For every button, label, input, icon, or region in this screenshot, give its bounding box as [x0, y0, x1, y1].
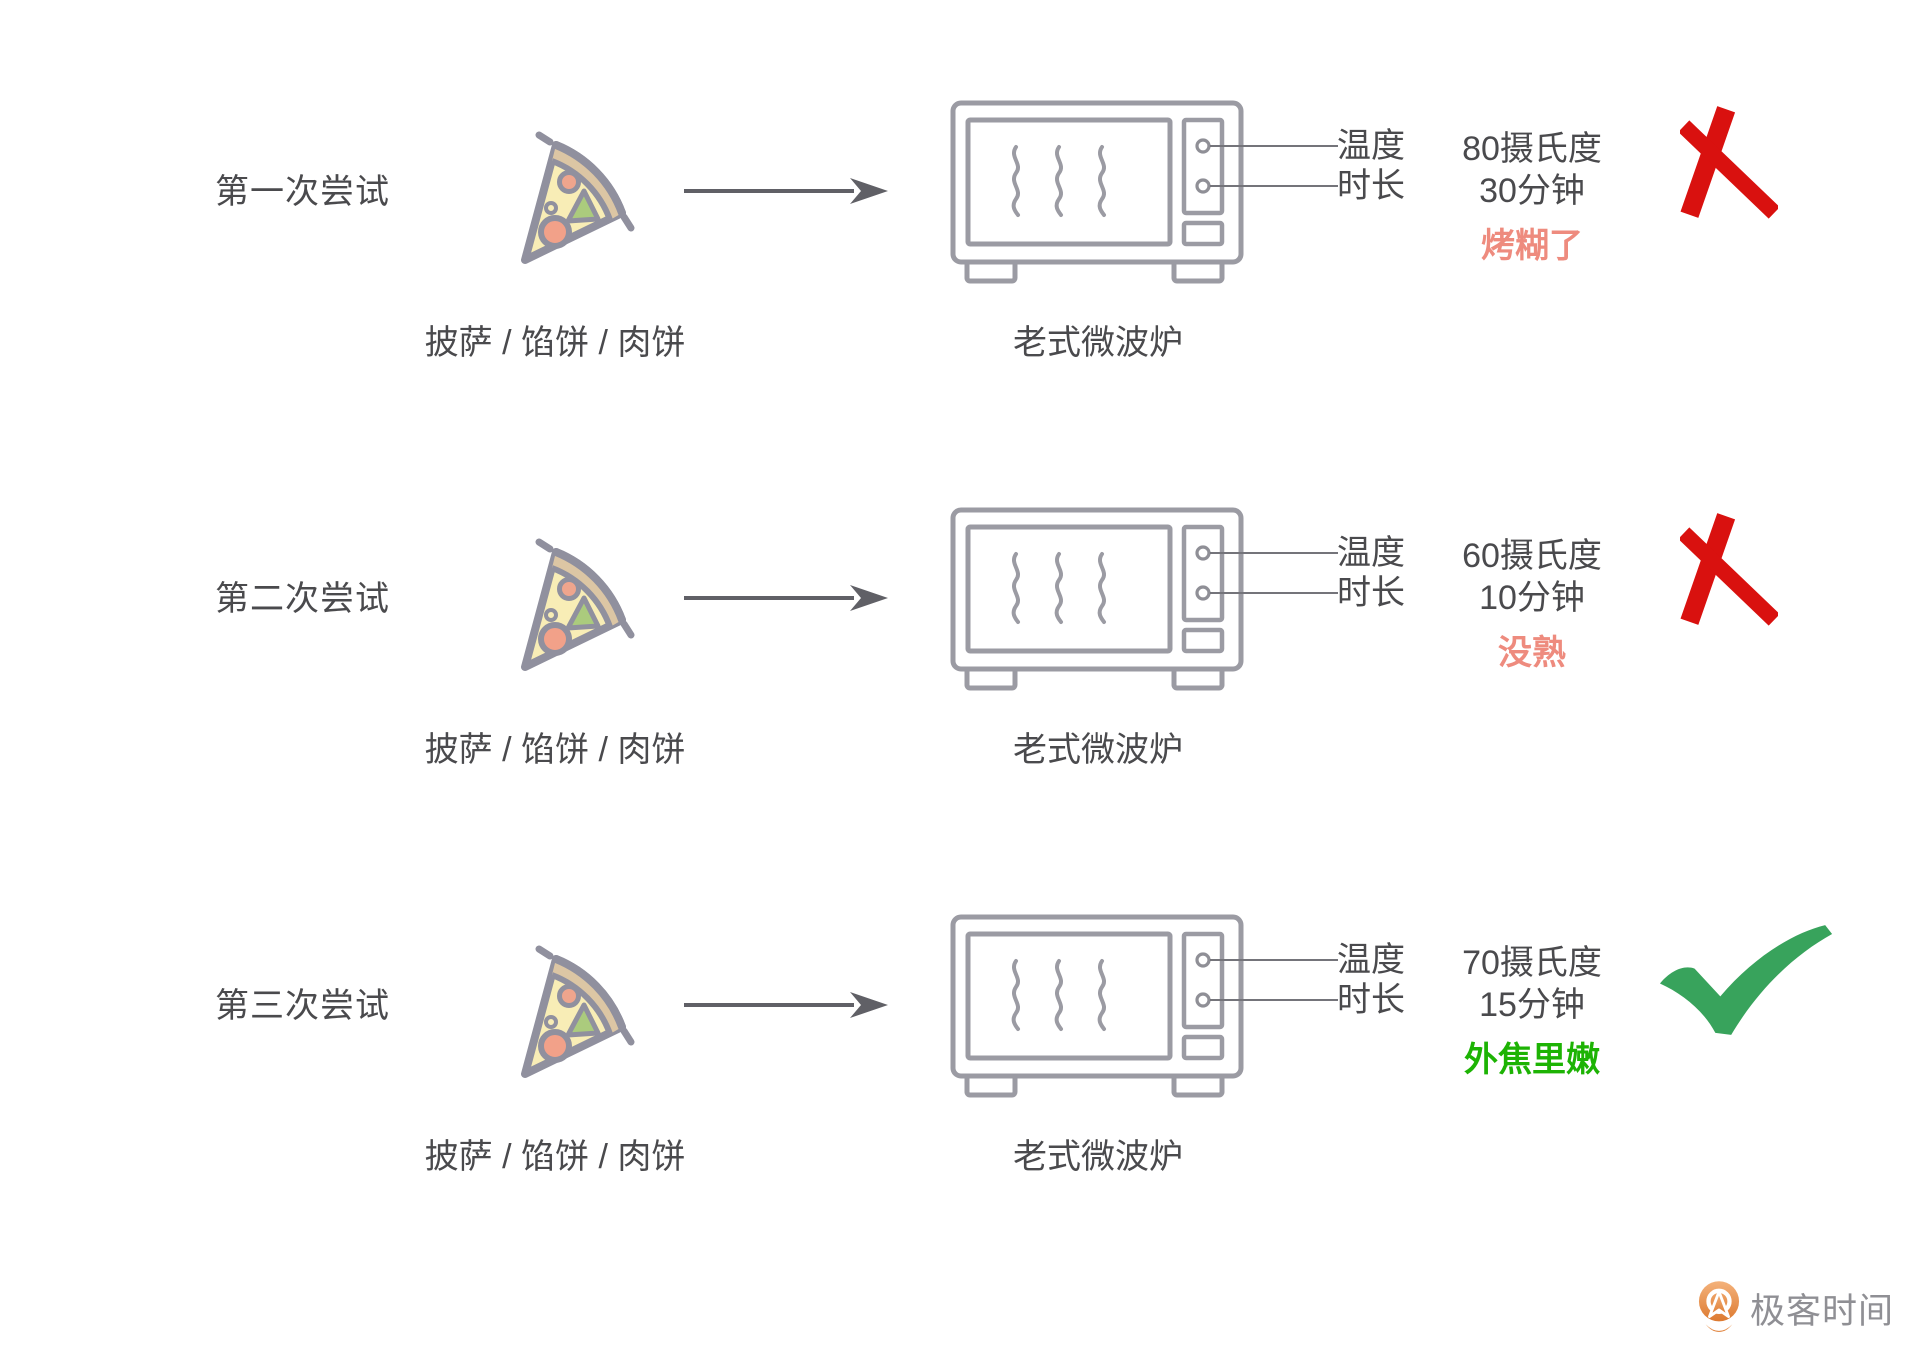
- pizza-icon: [521, 945, 635, 1078]
- attempt-label: 第三次尝试: [215, 987, 390, 1025]
- knob-connector-line: [1210, 999, 1338, 1001]
- food-caption: 披萨 / 馅饼 / 肉饼: [424, 731, 686, 769]
- temperature-value: 60摄氏度: [1462, 537, 1602, 575]
- pizza-icon: [521, 538, 635, 671]
- settings-values: 70摄氏度 15分钟: [1408, 942, 1656, 1026]
- duration-value: 10分钟: [1479, 579, 1585, 617]
- microwave-icon: [950, 100, 1244, 284]
- knob-label-temperature: 温度: [1337, 127, 1405, 165]
- knob-label-duration: 时长: [1337, 574, 1405, 612]
- result-text: 外焦里嫩: [1464, 1041, 1600, 1079]
- device-caption: 老式微波炉: [1013, 1138, 1183, 1176]
- food-caption: 披萨 / 馅饼 / 肉饼: [424, 324, 686, 362]
- temperature-value: 80摄氏度: [1462, 130, 1602, 168]
- temperature-value: 70摄氏度: [1462, 944, 1602, 982]
- check-mark-icon: [1659, 925, 1833, 1035]
- attempt-row: 第一次尝试: [0, 0, 1920, 407]
- knob-connector-line: [1210, 552, 1338, 554]
- device-caption: 老式微波炉: [1013, 731, 1183, 769]
- flow-arrow-icon: [684, 585, 888, 611]
- result-slot: 烤糊了: [1408, 226, 1656, 266]
- device-caption: 老式微波炉: [1013, 324, 1183, 362]
- knob-label-duration: 时长: [1337, 981, 1405, 1019]
- food-caption: 披萨 / 馅饼 / 肉饼: [424, 1138, 686, 1176]
- result-slot: 外焦里嫩: [1408, 1040, 1656, 1080]
- pizza-icon: [521, 131, 635, 264]
- brand-name: 极客时间: [1750, 1291, 1895, 1331]
- flow-arrow-icon: [684, 178, 888, 204]
- knob-label-duration: 时长: [1337, 167, 1405, 205]
- result-text: 烤糊了: [1481, 227, 1583, 265]
- microwave-icon: [950, 914, 1244, 1098]
- brand-logo: 极客时间: [1698, 1280, 1894, 1336]
- x-mark-icon: [1680, 106, 1778, 219]
- attempt-label: 第二次尝试: [215, 580, 390, 618]
- settings-values: 60摄氏度 10分钟: [1408, 535, 1656, 619]
- knob-label-temperature: 温度: [1337, 941, 1405, 979]
- geektime-logo-icon: [1698, 1281, 1740, 1332]
- duration-value: 30分钟: [1479, 172, 1585, 210]
- result-slot: 没熟: [1408, 633, 1656, 673]
- result-text: 没熟: [1498, 634, 1566, 672]
- attempt-row: 第三次尝试: [0, 814, 1920, 1221]
- attempt-label: 第一次尝试: [215, 173, 390, 211]
- knob-label-temperature: 温度: [1337, 534, 1405, 572]
- knob-connector-line: [1210, 592, 1338, 594]
- knob-connector-line: [1210, 145, 1338, 147]
- attempt-row: 第二次尝试: [0, 407, 1920, 814]
- knob-connector-line: [1210, 959, 1338, 961]
- flow-arrow-icon: [684, 992, 888, 1018]
- knob-connector-line: [1210, 185, 1338, 187]
- settings-values: 80摄氏度 30分钟: [1408, 128, 1656, 212]
- duration-value: 15分钟: [1479, 986, 1585, 1024]
- x-mark-icon: [1680, 513, 1778, 626]
- microwave-icon: [950, 507, 1244, 691]
